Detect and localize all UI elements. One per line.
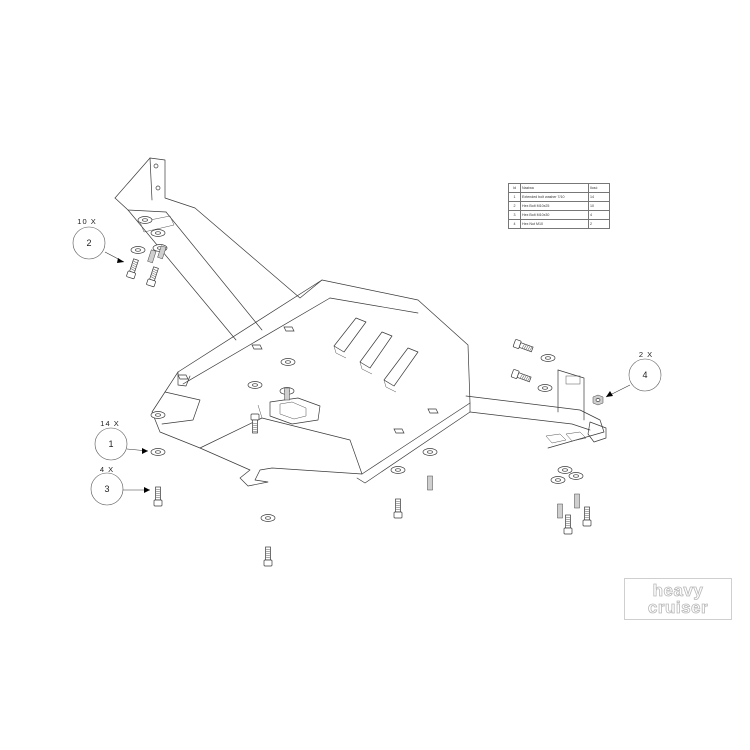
parts-table: Id Naziwa Ilosć 1 Extended bolt washer 7…	[508, 183, 610, 229]
cell-id: 3	[508, 210, 521, 220]
front-bracket	[465, 369, 607, 449]
callout-4: 2 X 4	[605, 350, 662, 398]
callout-1: 14 X 1	[94, 419, 149, 461]
cell-name: Hex Bolt M10x30	[520, 210, 589, 220]
table-row: 2 Hex Bolt M10x25 10	[508, 201, 610, 211]
callout-3: 4 X 3	[90, 465, 150, 506]
callout-number: 1	[108, 439, 113, 449]
logo-line-1: heavy	[652, 581, 704, 600]
callout-qty: 4 X	[100, 465, 114, 474]
cell-name: Extended bolt washer 7/10	[520, 192, 589, 202]
table-row: 4 Hex Nut M10 2	[508, 219, 610, 229]
fasteners	[125, 216, 604, 567]
column-header-qty: Ilosć	[588, 183, 610, 193]
skid-plate	[151, 279, 471, 487]
callout-number: 2	[86, 238, 91, 248]
cell-name: Hex Nut M10	[520, 219, 589, 229]
heavy-cruiser-logo: heavy cruiser	[624, 578, 732, 620]
callout-qty: 2 X	[639, 350, 653, 359]
cell-id: 1	[508, 192, 521, 202]
column-header-id: Id	[508, 183, 521, 193]
callout-number: 3	[104, 484, 109, 494]
table-header-row: Id Naziwa Ilosć	[508, 183, 610, 193]
table-row: 1 Extended bolt washer 7/10 14	[508, 192, 610, 202]
cell-id: 2	[508, 201, 521, 211]
callout-qty: 14 X	[100, 419, 119, 428]
callout-number: 4	[642, 370, 647, 380]
callout-qty: 10 X	[77, 217, 96, 226]
cell-qty: 4	[588, 210, 610, 220]
cell-name: Hex Bolt M10x25	[520, 201, 589, 211]
cell-qty: 10	[588, 201, 610, 211]
logo-line-2: cruiser	[647, 598, 709, 617]
cell-id: 4	[508, 219, 521, 229]
cell-qty: 14	[588, 192, 610, 202]
rear-bracket	[114, 157, 323, 341]
cell-qty: 2	[588, 219, 610, 229]
column-header-name: Naziwa	[520, 183, 589, 193]
table-row: 3 Hex Bolt M10x30 4	[508, 210, 610, 220]
callout-2: 10 X 2	[72, 217, 125, 263]
